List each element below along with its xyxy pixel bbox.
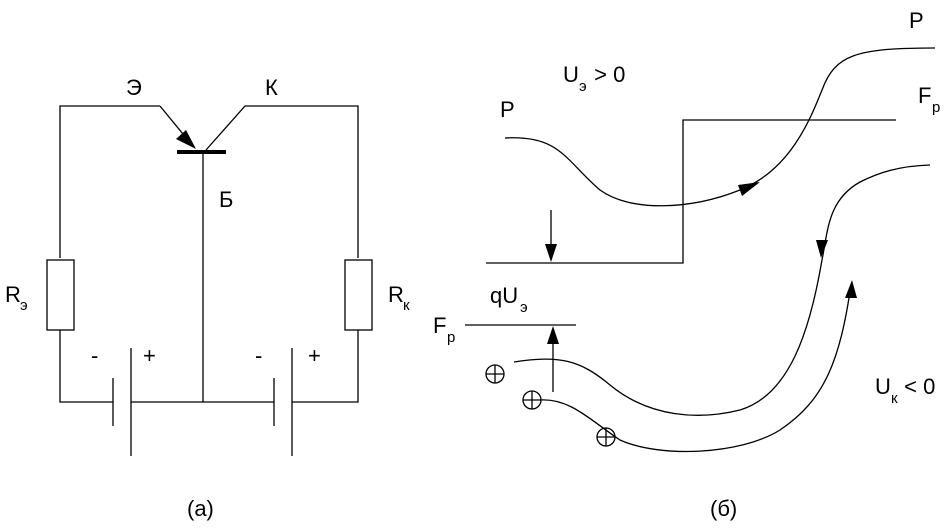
circuit-diagram: Э К Б R э R к - + - + (а) [5, 75, 410, 521]
hole-curve-1-arrow [816, 240, 828, 258]
hole-3 [596, 427, 616, 447]
resistor-re [46, 259, 75, 331]
fermi-step-line [486, 119, 896, 264]
fp-left-subscript: p [447, 329, 455, 346]
fp-right-subscript: p [932, 99, 940, 116]
ue-condition: > 0 [588, 62, 625, 87]
base-label: Б [219, 187, 233, 212]
re-subscript: э [20, 297, 28, 314]
battery-right-minus: - [255, 343, 262, 368]
rk-subscript: к [403, 297, 410, 314]
hole-curve-1 [513, 164, 931, 416]
caption-b: (б) [710, 496, 737, 521]
collector-label: К [265, 75, 278, 100]
collector-lead [205, 105, 359, 258]
emitter-label: Э [126, 75, 142, 100]
caption-a: (а) [187, 496, 214, 521]
battery-right-wire [292, 330, 359, 403]
que-label: qU [490, 283, 518, 308]
hole-1 [485, 364, 505, 384]
re-bottom-wire [59, 330, 113, 403]
ue-subscript: э [579, 78, 587, 95]
que-subscript: э [520, 299, 528, 316]
fp-left-label: F [433, 313, 446, 338]
uk-condition: < 0 [898, 374, 935, 399]
re-label: R [5, 282, 21, 307]
que-bottom-arrow [547, 326, 559, 344]
hole-2 [522, 390, 542, 410]
ue-label: U [563, 62, 579, 87]
battery-left-plus: + [143, 343, 156, 368]
fp-right-label: F [918, 83, 931, 108]
resistor-rk [344, 259, 373, 331]
p-curve-arrow [738, 182, 760, 196]
emitter-arrow [176, 130, 196, 149]
rk-label: R [388, 282, 404, 307]
hole-curve-2 [539, 284, 852, 453]
uk-subscript: к [891, 390, 898, 407]
uk-label: U [875, 374, 891, 399]
hole-curve-2-arrow [845, 280, 857, 298]
band-diagram: P P F p F p U э > 0 qU э U к < 0 (б) [433, 8, 940, 521]
que-top-arrow [545, 244, 557, 262]
battery-left-minus: - [91, 343, 98, 368]
p-right-label: P [909, 8, 924, 33]
emitter-wire [59, 105, 160, 258]
p-left-label: P [500, 97, 515, 122]
battery-right-plus: + [308, 343, 321, 368]
